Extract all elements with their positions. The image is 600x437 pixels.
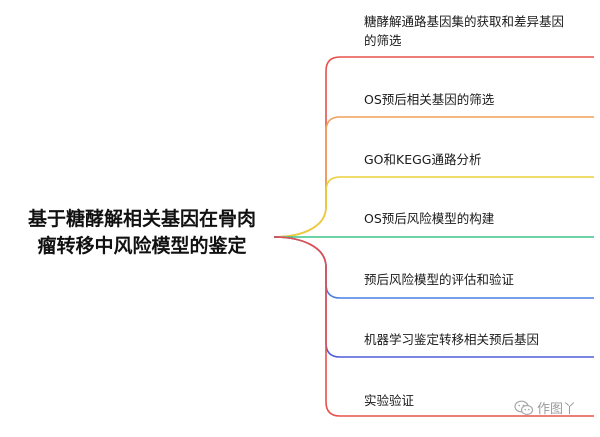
root-node-title: 基于糖酵解相关基因在骨肉 瘤转移中风险模型的鉴定 — [27, 208, 256, 257]
wechat-icon — [514, 400, 534, 415]
watermark-text: 作图丫 — [537, 402, 577, 417]
branch-line-7 — [273, 236, 594, 417]
branch-label-4: OS预后风险模型的构建 — [364, 211, 495, 226]
branch-label-7: 实验验证 — [364, 393, 415, 408]
branch-label-1: 糖酵解通路基因集的获取和差异基因 的筛选 — [364, 14, 565, 48]
branch-line-3 — [273, 176, 594, 238]
branch-label-5: 预后风险模型的评估和验证 — [364, 272, 515, 287]
branch-label-3: GO和KEGG通路分析 — [364, 152, 482, 167]
branch-label-6: 机器学习鉴定转移相关预后基因 — [364, 332, 540, 347]
branch-label-2: OS预后相关基因的筛选 — [364, 92, 495, 107]
watermark: 作图丫 — [514, 398, 576, 417]
